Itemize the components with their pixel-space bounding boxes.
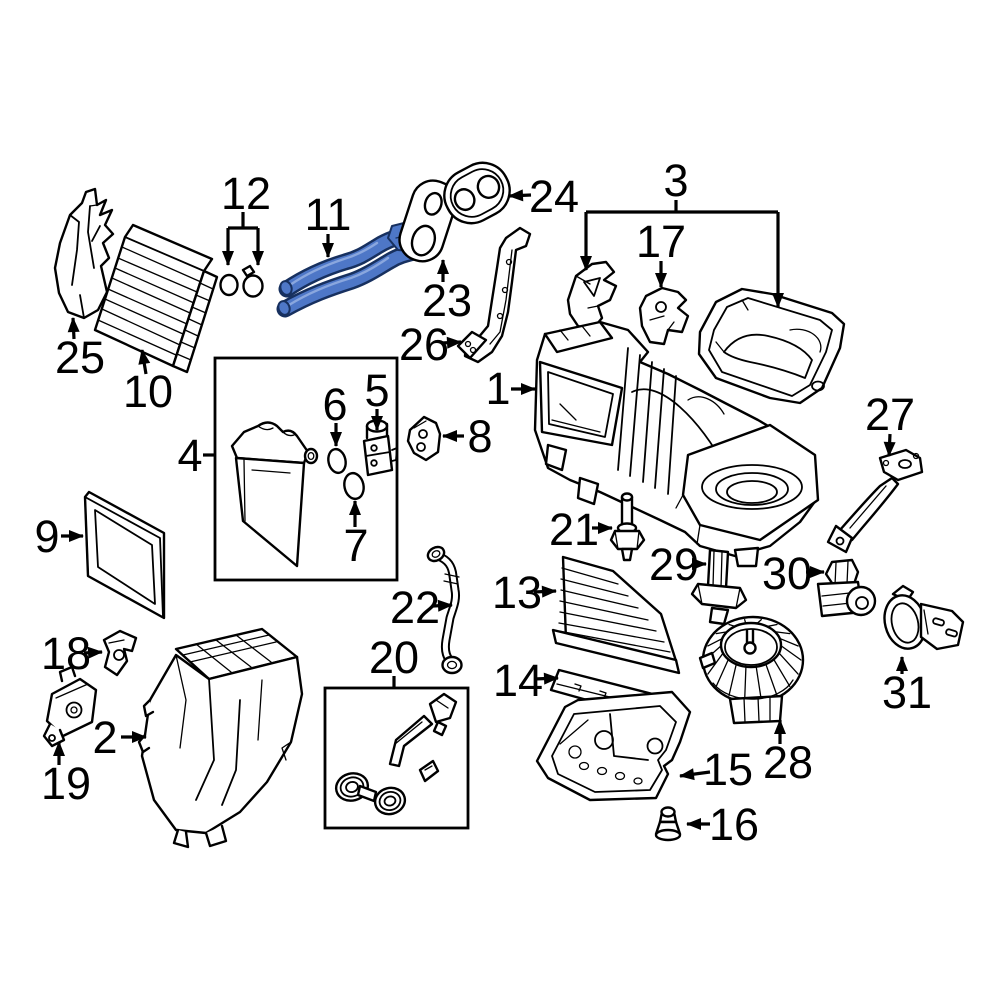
svg-text:14: 14: [493, 655, 543, 706]
part-12-clamps-illustration: [219, 264, 264, 298]
svg-text:6: 6: [322, 379, 347, 430]
part-5-expansion-valve-illustration: [362, 419, 398, 477]
part-9-filter-frame-illustration: [83, 490, 166, 620]
svg-text:28: 28: [763, 737, 813, 788]
part-13-cabin-filter-illustration: [551, 555, 681, 675]
callout-21: 21: [549, 504, 613, 555]
callout-4: 4: [177, 430, 216, 481]
callout-29: 29: [649, 539, 707, 590]
svg-text:31: 31: [882, 667, 932, 718]
part-15-tray-illustration: [535, 690, 692, 802]
callout-8: 8: [442, 411, 493, 462]
part-3-cover-illustration: [697, 287, 846, 405]
callout-3: 3: [580, 155, 784, 308]
part-7-oring-illustration: [343, 471, 365, 501]
svg-text:30: 30: [762, 548, 812, 599]
part-24-gasket-ring-illustration: [443, 161, 511, 225]
part-27-support-bracket-illustration: [826, 448, 924, 554]
callout-17: 17: [636, 216, 686, 288]
part-2-lower-case-illustration: [137, 627, 304, 849]
svg-text:16: 16: [709, 799, 759, 850]
svg-text:23: 23: [422, 275, 472, 326]
svg-text:17: 17: [636, 216, 686, 267]
svg-text:4: 4: [177, 430, 202, 481]
part-3-bracket-left-illustration: [566, 260, 618, 332]
svg-text:20: 20: [369, 632, 419, 683]
part-23-gasket-illustration: [398, 179, 458, 263]
callout-15: 15: [679, 744, 753, 795]
part-30-sensor-illustration: [816, 558, 877, 618]
callout-28: 28: [763, 719, 813, 788]
callout-13: 13: [492, 567, 557, 618]
callout-9: 9: [34, 511, 84, 562]
part-17-bracket-illustration: [638, 286, 690, 346]
callout-25: 25: [55, 317, 105, 383]
svg-text:10: 10: [123, 366, 173, 417]
callout-22: 22: [390, 582, 453, 633]
callout-12: 12: [221, 168, 271, 266]
svg-text:5: 5: [364, 365, 389, 416]
callout-20: 20: [369, 632, 419, 688]
callout-31: 31: [882, 656, 932, 718]
part-1-hvac-housing-illustration: [533, 320, 820, 568]
part-19-actuator-illustration: [42, 665, 98, 748]
svg-text:18: 18: [41, 628, 91, 679]
callout-5: 5: [364, 365, 390, 431]
part-22-drain-hose-illustration: [426, 545, 463, 675]
svg-text:7: 7: [343, 520, 368, 571]
callout-27: 27: [865, 389, 915, 457]
svg-text:25: 25: [55, 332, 105, 383]
svg-text:2: 2: [92, 712, 117, 763]
callout-6: 6: [322, 379, 348, 447]
callout-24: 24: [508, 171, 579, 222]
part-28-blower-motor-illustration: [698, 615, 805, 725]
callout-18: 18: [41, 628, 103, 679]
part-26-bracket-illustration: [456, 226, 532, 364]
svg-text:13: 13: [492, 567, 542, 618]
callout-2: 2: [92, 712, 147, 763]
part-6-oring-illustration: [327, 447, 347, 475]
callout-19: 19: [41, 741, 91, 809]
part-4-kit-box: [213, 356, 399, 582]
callout-30: 30: [762, 548, 825, 599]
part-10-heater-core-illustration: [93, 223, 219, 374]
callout-14: 14: [493, 655, 559, 706]
svg-text:15: 15: [703, 744, 753, 795]
part-18-clip-illustration: [102, 629, 138, 677]
svg-text:9: 9: [34, 511, 59, 562]
svg-text:22: 22: [390, 582, 440, 633]
svg-text:24: 24: [529, 171, 579, 222]
svg-text:19: 19: [41, 758, 91, 809]
part-31-bracket-illustration: [883, 584, 965, 651]
part-25-air-guide-illustration: [53, 187, 115, 320]
callout-16: 16: [686, 799, 759, 850]
callout-11: 11: [305, 189, 352, 258]
callout-23: 23: [422, 259, 472, 326]
svg-text:1: 1: [485, 363, 510, 414]
callout-26: 26: [399, 319, 462, 370]
svg-text:21: 21: [549, 504, 599, 555]
svg-text:29: 29: [649, 539, 699, 590]
callout-labels: 1234567891011121314151617181920212223242…: [34, 155, 932, 850]
svg-text:8: 8: [467, 411, 492, 462]
svg-text:12: 12: [221, 168, 271, 219]
svg-text:3: 3: [663, 155, 688, 206]
part-21-stud-illustration: [609, 492, 646, 562]
part-20-seal-kit-contents-illustration: [334, 692, 458, 816]
part-8-grommet-illustration: [406, 415, 442, 462]
callout-7: 7: [343, 500, 369, 571]
part-4-evaporator-core-illustration: [230, 421, 319, 568]
svg-text:11: 11: [305, 189, 352, 240]
svg-text:26: 26: [399, 319, 449, 370]
part-20-seal-kit-box: [323, 686, 470, 830]
svg-text:27: 27: [865, 389, 915, 440]
callout-1: 1: [485, 363, 536, 414]
part-16-screw-illustration: [654, 806, 682, 842]
callout-10: 10: [123, 349, 173, 417]
